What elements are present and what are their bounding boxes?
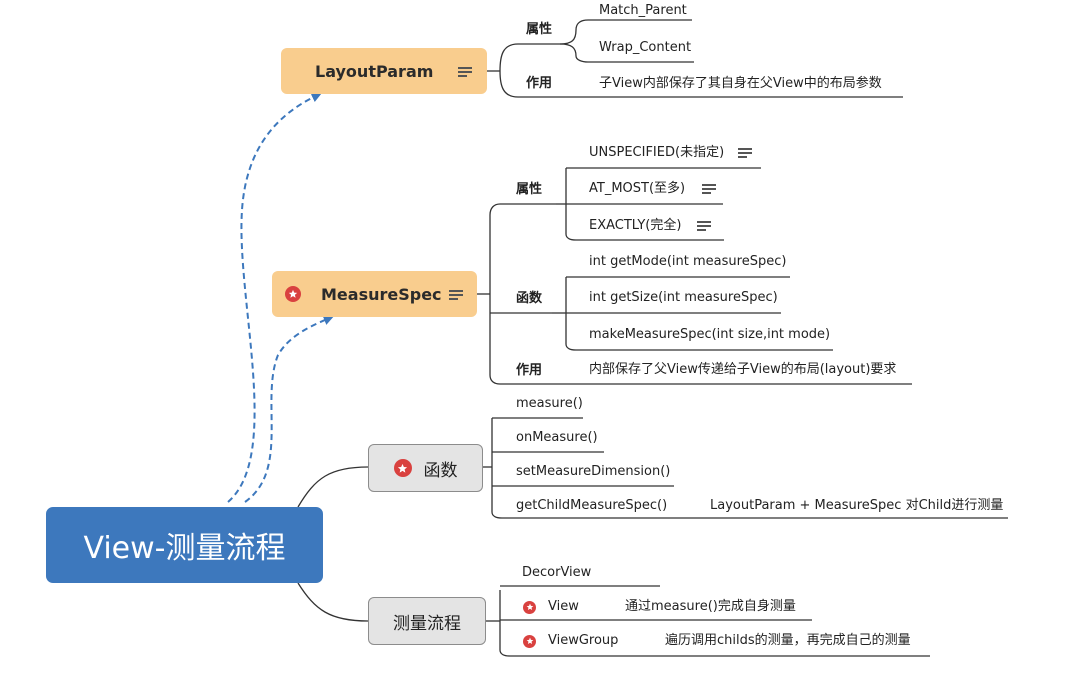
- note-icon: [738, 148, 753, 158]
- note-icon: [449, 290, 463, 300]
- measurespec-property-unspecified: UNSPECIFIED(未指定): [589, 145, 753, 161]
- measurespec-properties-label: 属性: [516, 182, 543, 197]
- flow-decorview: DecorView: [522, 565, 592, 580]
- measurespec-purpose-text: 内部保存了父View传递给子View的布局(layout)要求: [589, 362, 897, 377]
- layoutparam-purpose-label: 作用: [526, 76, 553, 91]
- measurespec-function-getmode: int getMode(int measureSpec): [589, 254, 787, 269]
- layoutparam-property-match-parent: Match_Parent: [599, 3, 687, 18]
- star-marker-icon: [285, 286, 301, 302]
- measurespec-property-exactly-text: EXACTLY(完全): [589, 218, 682, 233]
- measurespec-function-makemeasurespec: makeMeasureSpec(int size,int mode): [589, 327, 831, 342]
- flow-view-label: View: [548, 599, 579, 614]
- root-node[interactable]: View-测量流程: [46, 507, 323, 583]
- measurespec-functions-label: 函数: [516, 291, 543, 306]
- measurespec-label: MeasureSpec: [321, 284, 442, 304]
- layoutparam-properties-label: 属性: [526, 22, 553, 37]
- measurespec-property-at-most-text: AT_MOST(至多): [589, 181, 686, 196]
- flow-viewgroup-label: ViewGroup: [548, 633, 619, 648]
- functions-node[interactable]: 函数: [368, 444, 483, 492]
- layoutparam-property-wrap-content: Wrap_Content: [599, 40, 692, 55]
- flow-viewgroup-note: 遍历调用childs的测量，再完成自己的测量: [665, 633, 911, 648]
- measurespec-purpose-label: 作用: [516, 363, 543, 378]
- functions-label: 函数: [423, 460, 458, 481]
- flow-label: 测量流程: [393, 613, 461, 634]
- function-getchildmeasurespec: getChildMeasureSpec(): [516, 498, 668, 513]
- root-label: View-测量流程: [83, 531, 286, 566]
- dashed-link-layoutparam: [227, 92, 322, 503]
- link-root-flow: [297, 582, 369, 622]
- note-icon: [697, 221, 712, 231]
- star-marker-icon: [523, 634, 536, 648]
- function-setmeasuredimension: setMeasureDimension(): [516, 464, 671, 479]
- function-getchildmeasurespec-note: LayoutParam + MeasureSpec 对Child进行测量: [710, 498, 1004, 513]
- note-icon: [702, 184, 717, 194]
- flow-view: View: [523, 599, 579, 615]
- note-icon: [458, 67, 472, 77]
- star-marker-icon: [523, 600, 536, 614]
- measurespec-property-exactly: EXACTLY(完全): [589, 218, 712, 234]
- layoutparam-purpose-text: 子View内部保存了其自身在父View中的布局参数: [599, 76, 882, 91]
- flow-view-note: 通过measure()完成自身测量: [625, 599, 796, 614]
- star-marker-icon: [393, 459, 412, 477]
- dashed-link-measurespec: [244, 315, 334, 503]
- link-root-functions: [297, 466, 369, 508]
- function-onmeasure: onMeasure(): [516, 430, 598, 445]
- function-measure: measure(): [516, 396, 583, 411]
- measurespec-function-getsize: int getSize(int measureSpec): [589, 290, 778, 305]
- measurespec-property-at-most: AT_MOST(至多): [589, 181, 717, 197]
- measurespec-property-unspecified-text: UNSPECIFIED(未指定): [589, 145, 725, 160]
- flow-node[interactable]: 测量流程: [368, 597, 486, 645]
- flow-viewgroup: ViewGroup: [523, 633, 618, 649]
- layoutparam-label: LayoutParam: [315, 61, 434, 81]
- layoutparam-node[interactable]: LayoutParam: [281, 48, 487, 94]
- measurespec-node[interactable]: MeasureSpec: [272, 271, 477, 317]
